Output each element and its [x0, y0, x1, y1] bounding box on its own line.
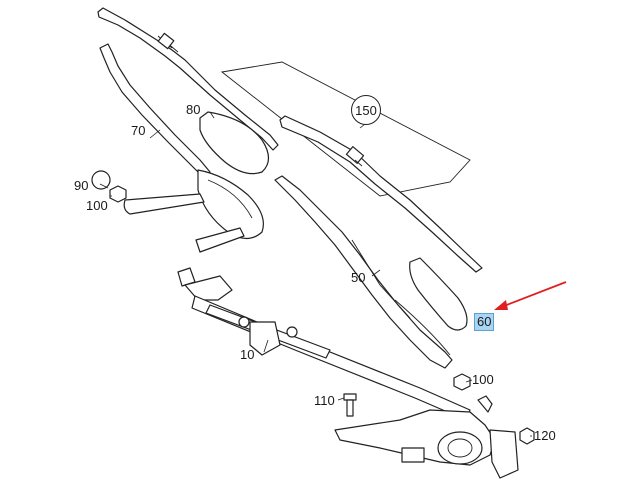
arm-cover-60 [409, 257, 468, 331]
cap-90 [91, 170, 111, 190]
wiper-blade-upper [97, 7, 279, 151]
callout-150: 150 [351, 95, 381, 125]
indicator-arrow [494, 281, 567, 310]
windshield-sheet [220, 61, 471, 197]
arm-cover-80 [199, 111, 270, 175]
callout-70: 70 [131, 123, 146, 138]
bolt-110 [343, 393, 357, 417]
nut-100-upper [109, 185, 127, 203]
callout-120: 120 [534, 428, 556, 443]
callout-100-lower: 100 [472, 372, 494, 387]
callout-90: 90 [74, 178, 89, 193]
wiper-arm-50 [274, 175, 453, 369]
callout-60[interactable]: 60 [474, 313, 495, 331]
callout-10: 10 [240, 347, 255, 362]
callout-100-upper: 100 [86, 198, 108, 213]
callout-50: 50 [351, 270, 366, 285]
wiper-blade-lower [279, 115, 483, 273]
wiper-motor [334, 395, 519, 479]
wiper-arm-70 [99, 43, 264, 253]
callout-110: 110 [314, 393, 335, 408]
callout-80: 80 [186, 102, 201, 117]
nut-120 [519, 427, 535, 445]
nut-100-lower [453, 373, 471, 391]
